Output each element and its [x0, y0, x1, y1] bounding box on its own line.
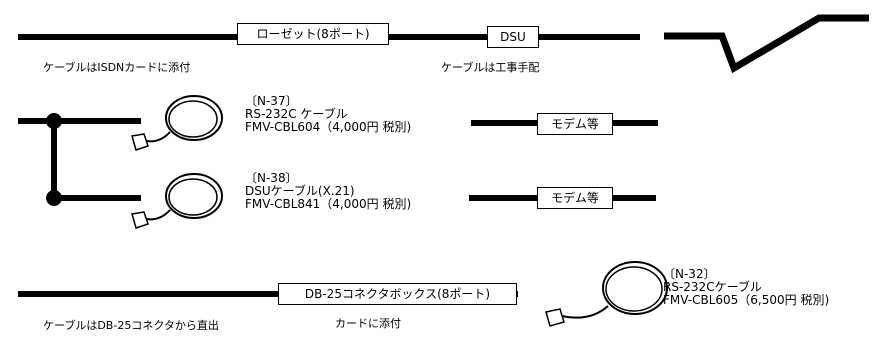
- cable-n32-info: 〔N-32〕 RS-232Cケーブル FMV-CBL605（6,500円 税別): [663, 268, 829, 307]
- isdn-caption: ケーブルはISDNカードに添付: [43, 61, 191, 74]
- coiled-cable-icon: [545, 261, 668, 327]
- row4-line: [18, 291, 518, 297]
- cable-model: FMV-CBL604（4,000円 税別): [245, 120, 412, 134]
- coiled-cable-icon: [131, 173, 223, 229]
- db25-box: DB-25コネクタボックス(8ポート): [278, 283, 517, 305]
- zigzag-break-icon: [664, 14, 869, 74]
- cable-name: RS-232C ケーブル: [245, 107, 348, 121]
- cable-name: RS-232Cケーブル: [663, 280, 762, 294]
- cable-code: 〔N-38〕: [245, 171, 298, 185]
- card-caption: カードに添付: [335, 317, 401, 330]
- modem-box: モデム等: [537, 187, 613, 209]
- cable-code: 〔N-32〕: [663, 267, 716, 281]
- db25-caption: ケーブルはDB-25コネクタから直出: [43, 319, 219, 332]
- dsu-box: DSU: [487, 26, 539, 48]
- outlet-box: ローゼット(8ポート): [237, 23, 389, 45]
- cable-model: FMV-CBL841（4,000円 税別): [245, 197, 412, 211]
- cable-model: FMV-CBL605（6,500円 税別): [663, 293, 830, 307]
- bracket-lower-arm: [51, 195, 141, 201]
- junction-dot-icon: [46, 190, 62, 206]
- cable-code: 〔N-37〕: [245, 94, 298, 108]
- bracket-stub-line: [18, 118, 54, 124]
- bracket-vertical-line: [51, 119, 57, 199]
- modem-box: モデム等: [537, 113, 613, 135]
- dsu-caption: ケーブルは工事手配: [441, 61, 540, 74]
- coiled-cable-icon: [131, 95, 223, 151]
- cable-name: DSUケーブル(X.21): [245, 184, 355, 198]
- cable-n38-info: 〔N-38〕 DSUケーブル(X.21) FMV-CBL841（4,000円 税…: [245, 172, 411, 211]
- cable-n37-info: 〔N-37〕 RS-232C ケーブル FMV-CBL604（4,000円 税別…: [245, 95, 411, 134]
- junction-dot-icon: [46, 113, 62, 129]
- bracket-upper-arm: [51, 118, 141, 124]
